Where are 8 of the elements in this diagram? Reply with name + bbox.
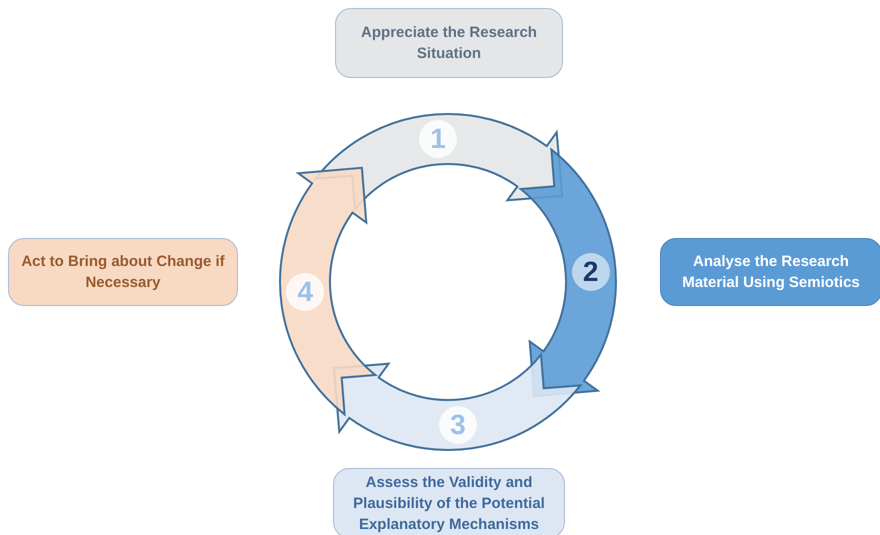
step-text: Act to Bring about Change if Necessary [21, 252, 225, 293]
step-box [8, 238, 238, 306]
step-box [660, 238, 880, 306]
step-box [335, 8, 563, 78]
step-text: Assess the Validity and Plausibility of the Potential Explanatory Mechanisms [352, 472, 546, 534]
step-text: Appreciate the Research Situation [360, 23, 538, 64]
step-text: Analyse the Research Material Using Semiotics [681, 252, 861, 293]
step-box [333, 468, 565, 535]
